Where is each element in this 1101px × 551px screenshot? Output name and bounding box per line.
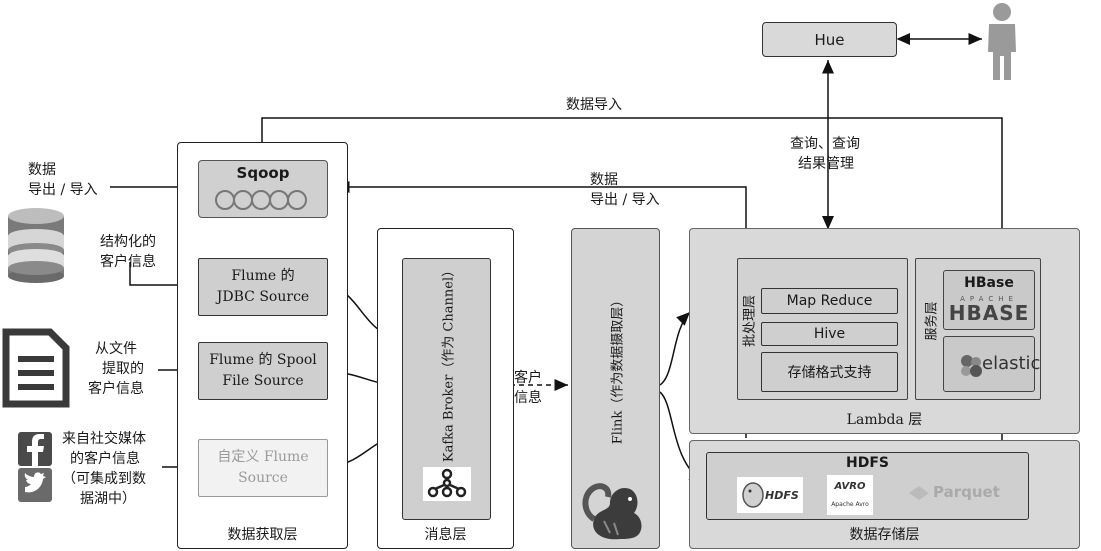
database-icon: [8, 208, 64, 283]
hive-label: Hive: [813, 326, 846, 342]
flume-jdbc-box: Flume 的 JDBC Source: [198, 258, 328, 316]
custom-flume-line2: Source: [238, 470, 288, 486]
map-reduce-box: Map Reduce: [761, 288, 898, 314]
file-label-3: 客户信息: [88, 381, 144, 397]
query-label-1: 查询、查询: [790, 136, 860, 152]
social-media-icon: [18, 432, 52, 502]
document-icon: [2, 328, 70, 408]
social-label-2: 的客户信息: [70, 451, 140, 467]
hive-box: Hive: [761, 322, 898, 346]
sqoop-logo-icon: [215, 190, 307, 210]
storage-title: 数据存储层: [849, 527, 920, 543]
elastic-box: elastic: [943, 336, 1040, 392]
flink-lambda-arrow: [659, 311, 691, 386]
source-export-label-1: 数据: [28, 162, 56, 178]
kafka-logo-icon: [423, 467, 471, 501]
flink-label: Flink（作为数据摄取层）: [610, 293, 626, 445]
avro-logo-icon: AVRO Apache Avro: [827, 475, 873, 515]
batch-label: 批处理层: [742, 294, 758, 348]
hbase-box: HBase APACHE HBASE: [943, 270, 1035, 330]
customer-info-1: 客户: [514, 370, 542, 386]
lambda-title: Lambda 层: [846, 412, 923, 428]
parquet-logo-icon: [909, 486, 929, 500]
storage-format-box: 存储格式支持: [761, 352, 898, 392]
sqoop-box: Sqoop: [198, 160, 328, 218]
flume-jdbc-line2: JDBC Source: [216, 289, 310, 305]
hbase-logo-main: HBASE: [948, 301, 1030, 325]
avro-caption: Apache Avro: [831, 501, 869, 508]
user-icon: [988, 3, 1016, 80]
hbase-title: HBase: [964, 275, 1014, 291]
flume-jdbc-line1: Flume 的: [231, 268, 295, 284]
serving-label: 服务层: [924, 301, 940, 341]
data-import-arrow: [261, 117, 1008, 257]
flink-box: Flink（作为数据摄取层）: [571, 228, 660, 549]
customer-info-2: 信息: [514, 390, 542, 406]
message-title: 消息层: [424, 527, 467, 543]
hbase-logo-top: APACHE: [960, 295, 1018, 303]
elastic-logo-icon: [961, 355, 982, 377]
query-label-2: 结果管理: [798, 156, 854, 172]
file-label-1: 从文件: [95, 341, 137, 357]
parquet-label: Parquet: [933, 483, 1000, 501]
avro-logo-text: AVRO: [834, 481, 866, 492]
kafka-broker-box: Kafka Broker（作为 Channel）: [402, 258, 491, 520]
hdfs-logo-text: HDFS: [765, 489, 799, 502]
hdfs-logo-icon: HDFS: [737, 477, 803, 513]
map-reduce-label: Map Reduce: [786, 293, 873, 309]
structured-arrow: [129, 262, 196, 291]
flume-spool-line2: File Source: [222, 373, 304, 389]
hdfs-title: HDFS: [846, 455, 889, 471]
kafka-label: Kafka Broker（作为 Channel）: [441, 263, 457, 463]
acquisition-title: 数据获取层: [227, 527, 298, 543]
hue-box: Hue: [762, 22, 897, 57]
storage-format-label: 存储格式支持: [787, 365, 872, 381]
mid-export-label-1: 数据: [590, 172, 618, 188]
social-label-3: （可集成到数: [62, 471, 146, 487]
elastic-label: elastic: [982, 353, 1041, 374]
hdfs-box: HDFS HDFS AVRO Apache Avro Parquet: [706, 452, 1029, 520]
social-label-4: 据湖中）: [80, 491, 136, 507]
flink-squirrel-icon: [582, 483, 642, 540]
mid-export-label-2: 导出 / 导入: [590, 192, 660, 208]
flume-spool-line1: Flume 的 Spool: [209, 352, 317, 368]
sqoop-label: Sqoop: [236, 164, 290, 182]
data-import-label: 数据导入: [566, 97, 622, 113]
hue-label: Hue: [814, 30, 845, 49]
file-label-2: 提取的: [102, 361, 144, 377]
structured-label-1: 结构化的: [100, 234, 156, 250]
social-label-1: 来自社交媒体: [62, 431, 146, 447]
custom-flume-line1: 自定义 Flume: [217, 449, 309, 465]
source-export-label-2: 导出 / 导入: [28, 182, 98, 198]
structured-label-2: 客户信息: [100, 254, 156, 270]
